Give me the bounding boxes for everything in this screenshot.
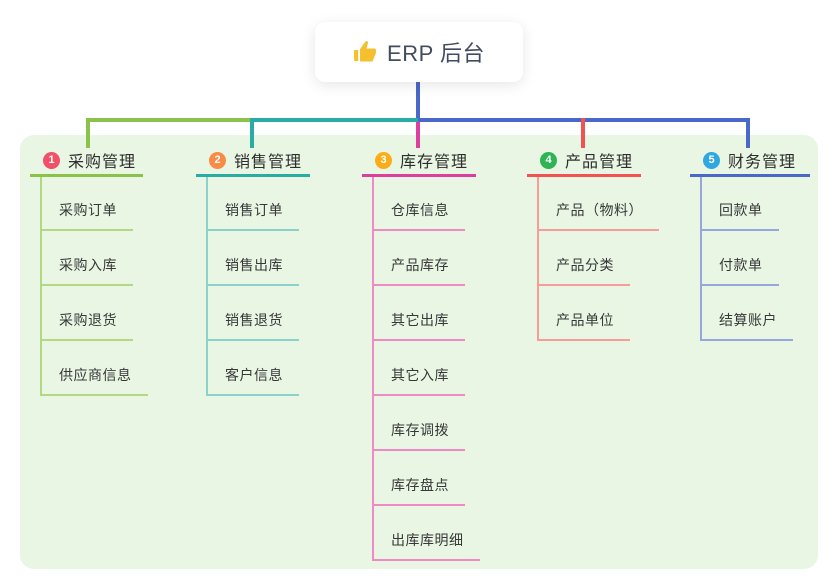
badge-4: 4 — [540, 151, 557, 169]
branch-product-label: 产品管理 — [565, 154, 634, 171]
sub-item-procurement[interactable]: 采购入库 — [42, 231, 133, 286]
sub-item-sales[interactable]: 销售出库 — [208, 231, 299, 286]
root-title: ERP 后台 — [387, 41, 485, 66]
branch-procurement-title[interactable]: 1 采购管理 — [30, 146, 143, 177]
connector-drop-inventory — [416, 122, 420, 148]
branch-procurement: 1 采购管理 采购订单采购入库采购退货供应商信息 — [30, 146, 148, 396]
sub-item-finance[interactable]: 结算账户 — [702, 286, 793, 341]
branch-product: 4 产品管理 产品（物料）产品分类产品单位 — [527, 146, 659, 341]
branch-product-title[interactable]: 4 产品管理 — [527, 146, 641, 177]
sub-item-inventory[interactable]: 其它入库 — [374, 341, 465, 396]
sub-item-inventory[interactable]: 库存盘点 — [374, 451, 465, 506]
sub-item-inventory[interactable]: 库存调拨 — [374, 396, 465, 451]
sub-item-finance[interactable]: 回款单 — [702, 177, 779, 231]
thumbs-up-icon — [353, 40, 377, 64]
branch-procurement-label: 采购管理 — [68, 154, 137, 171]
branch-sales: 2 销售管理 销售订单销售出库销售退货客户信息 — [196, 146, 310, 396]
connector-drop-finance — [746, 118, 750, 148]
sub-item-sales[interactable]: 客户信息 — [208, 341, 299, 396]
branch-inventory-children: 仓库信息产品库存其它出库其它入库库存调拨库存盘点出库库明细 — [372, 177, 480, 561]
branch-inventory-title[interactable]: 3 库存管理 — [362, 146, 476, 177]
branch-procurement-children: 采购订单采购入库采购退货供应商信息 — [40, 177, 148, 396]
branch-inventory: 3 库存管理 仓库信息产品库存其它出库其它入库库存调拨库存盘点出库库明细 — [362, 146, 480, 561]
root-node[interactable]: ERP 后台 — [315, 22, 523, 82]
branch-product-children: 产品（物料）产品分类产品单位 — [537, 177, 659, 341]
sub-item-inventory[interactable]: 产品库存 — [374, 231, 465, 286]
branch-inventory-label: 库存管理 — [400, 154, 469, 171]
badge-1: 1 — [43, 151, 60, 169]
sub-item-finance[interactable]: 付款单 — [702, 231, 779, 286]
sub-item-sales[interactable]: 销售退货 — [208, 286, 299, 341]
connector-bus-sales — [250, 118, 418, 122]
branch-sales-children: 销售订单销售出库销售退货客户信息 — [206, 177, 299, 396]
sub-item-product[interactable]: 产品分类 — [539, 231, 630, 286]
connector-drop-sales — [250, 118, 254, 148]
connector-drop-procurement — [86, 118, 90, 148]
branch-sales-label: 销售管理 — [234, 154, 303, 171]
sub-item-inventory[interactable]: 出库库明细 — [374, 506, 480, 561]
branch-finance-label: 财务管理 — [728, 154, 797, 171]
branch-finance-title[interactable]: 5 财务管理 — [690, 146, 810, 177]
branch-sales-title[interactable]: 2 销售管理 — [196, 146, 310, 177]
sub-item-inventory[interactable]: 仓库信息 — [374, 177, 465, 231]
branch-finance: 5 财务管理 回款单付款单结算账户 — [690, 146, 810, 341]
sub-item-sales[interactable]: 销售订单 — [208, 177, 299, 231]
badge-5: 5 — [703, 151, 720, 169]
connector-bus-procurement — [86, 118, 252, 122]
branch-finance-children: 回款单付款单结算账户 — [700, 177, 793, 341]
connector-root-stem — [416, 82, 420, 122]
connector-drop-product — [581, 118, 585, 148]
sub-item-product[interactable]: 产品（物料） — [539, 177, 659, 231]
badge-2: 2 — [209, 151, 226, 169]
badge-3: 3 — [375, 151, 392, 169]
sub-item-product[interactable]: 产品单位 — [539, 286, 630, 341]
sub-item-procurement[interactable]: 供应商信息 — [42, 341, 148, 396]
background-panel — [20, 135, 818, 569]
sub-item-procurement[interactable]: 采购退货 — [42, 286, 133, 341]
sub-item-inventory[interactable]: 其它出库 — [374, 286, 465, 341]
sub-item-procurement[interactable]: 采购订单 — [42, 177, 133, 231]
